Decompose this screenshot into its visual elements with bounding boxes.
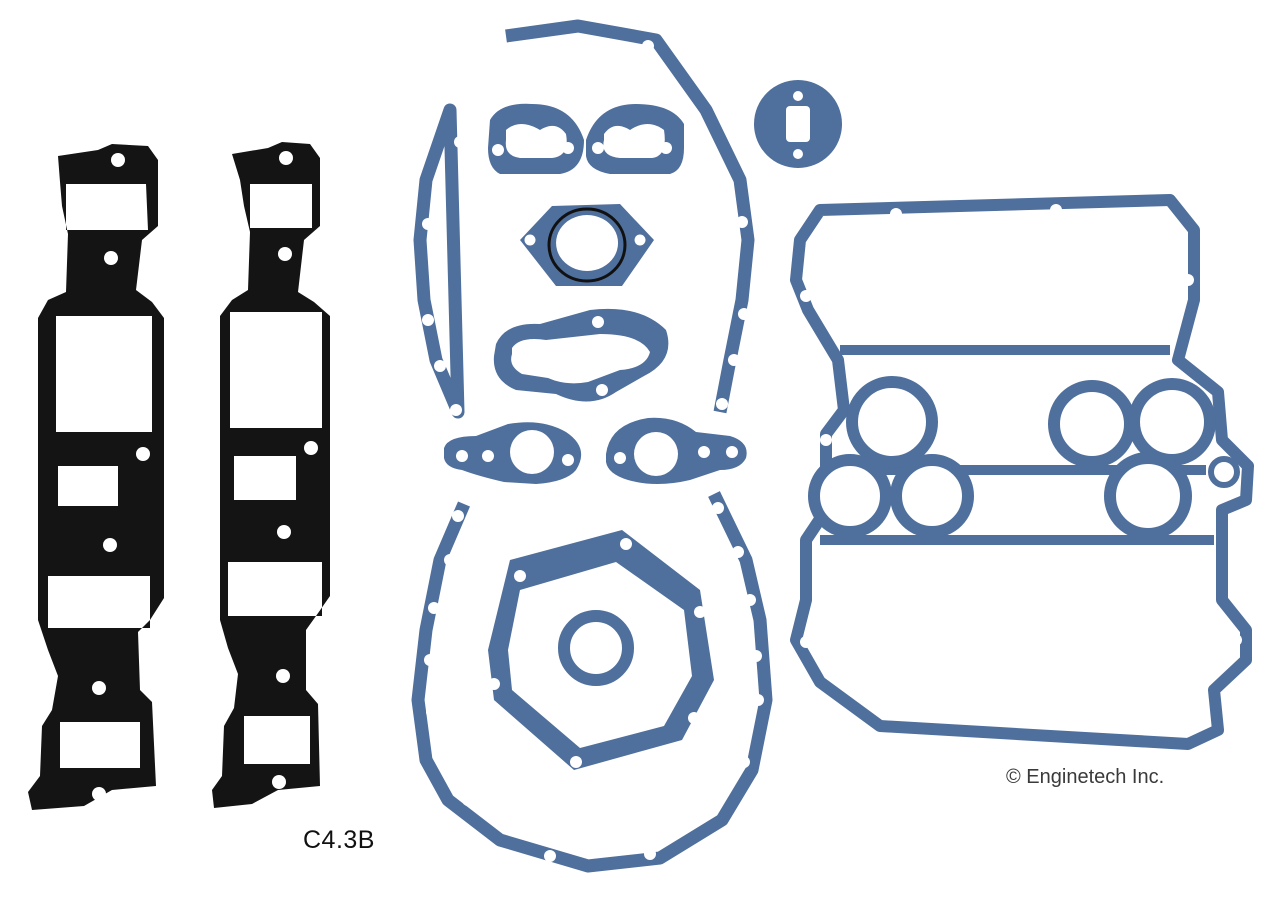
intake-plenum-gasket [790, 194, 1254, 750]
timing-cover-gasket-upper-holes [422, 40, 750, 416]
copyright-watermark: © Enginetech Inc. [1006, 766, 1165, 788]
intake-manifold-gasket-left [28, 144, 164, 810]
timing-cover-gasket-lower-holes [424, 502, 764, 862]
timing-cover-gasket-upper [413, 19, 755, 419]
water-outlet-gasket-left [444, 422, 582, 484]
egr-valve-gasket [754, 80, 842, 168]
crankshaft-front-cover-gasket [488, 530, 714, 770]
thermostat-gasket-right [586, 104, 684, 174]
thermostat-gasket-left [488, 103, 584, 174]
intake-manifold-gasket-right [212, 142, 330, 808]
water-pump-flange-gasket [520, 204, 654, 286]
water-outlet-gasket-right [606, 417, 747, 484]
oil-pump-pickup-gasket [493, 308, 669, 402]
timing-cover-gasket-lower [411, 491, 773, 873]
part-number-label: C4.3B [303, 826, 375, 854]
